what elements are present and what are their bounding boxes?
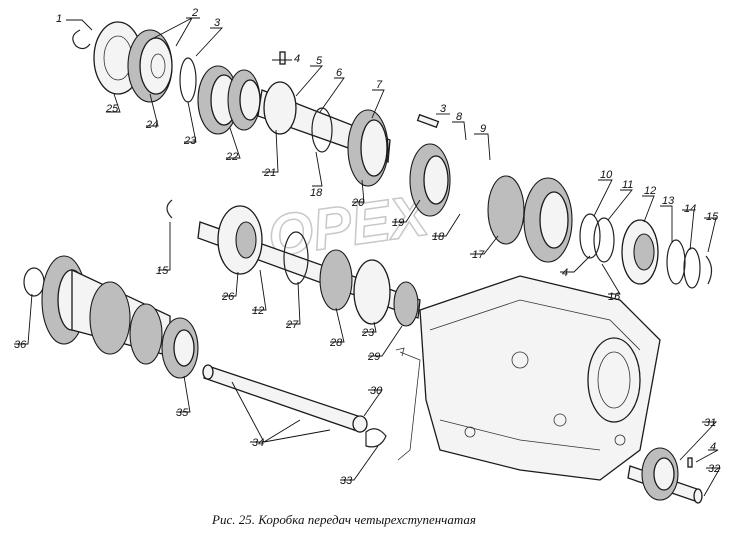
label-22: 22: [225, 151, 238, 163]
label-7: 7: [376, 79, 383, 91]
label-8: 8: [456, 111, 463, 123]
label-16: 16: [608, 291, 621, 303]
ring-23: [353, 259, 391, 325]
label-3b: 3: [440, 103, 447, 115]
label-24: 24: [145, 119, 158, 131]
assembly-line: [397, 351, 421, 461]
snap-ring-15: [705, 255, 713, 285]
secondary-shaft-assembly: [166, 199, 421, 327]
snap-ring-15b: [166, 199, 173, 219]
label-3a: 3: [214, 17, 221, 29]
figure-caption: Рис. 25. Коробка передач четырехступенча…: [211, 512, 476, 527]
label-32: 32: [708, 463, 720, 475]
label-31: 31: [704, 417, 716, 429]
label-10: 10: [600, 169, 613, 181]
label-23a: 23: [183, 135, 197, 147]
plate-33: [365, 428, 387, 448]
part-labels: 1 2 3 4 5 6 7 3 8 9 10 11 12 13 14 15 25…: [14, 7, 720, 487]
label-25: 25: [105, 103, 119, 115]
label-17: 17: [472, 249, 485, 261]
gear-28: [319, 249, 353, 311]
washer-27: [283, 231, 309, 285]
label-5: 5: [316, 55, 323, 67]
label-20: 20: [351, 197, 365, 209]
washer-36: [23, 267, 45, 297]
reverse-gear-assembly: [627, 447, 703, 504]
label-19: 19: [392, 217, 404, 229]
label-15b: 15: [156, 265, 169, 277]
leader-lines: [14, 17, 721, 497]
pin-4c: [687, 457, 693, 468]
snap-ring-1: [72, 29, 91, 50]
label-12b: 12: [252, 305, 264, 317]
label-35: 35: [176, 407, 189, 419]
label-30: 30: [370, 385, 383, 397]
label-36: 36: [14, 339, 27, 351]
label-4b: 4: [562, 267, 568, 279]
washer-10: [579, 213, 601, 259]
ring-13: [666, 239, 686, 285]
key-3: [416, 113, 440, 129]
countershaft-axle: [202, 364, 387, 448]
label-4a: 4: [294, 53, 300, 65]
washer-11: [593, 217, 615, 263]
assembly-arrow: [395, 347, 405, 357]
upper-shaft-assembly: [72, 21, 713, 289]
axle-end-30: [352, 415, 368, 433]
label-18b: 18: [432, 231, 445, 243]
label-4c: 4: [710, 441, 716, 453]
label-15a: 15: [706, 211, 719, 223]
label-11: 11: [622, 179, 633, 191]
label-26: 26: [221, 291, 235, 303]
ring-14: [683, 247, 701, 289]
label-14: 14: [684, 203, 696, 215]
pin-4: [279, 51, 286, 65]
label-13: 13: [662, 195, 675, 207]
label-21: 21: [263, 167, 276, 179]
label-2: 2: [191, 7, 198, 19]
label-33: 33: [340, 475, 353, 487]
label-27: 27: [285, 319, 299, 331]
gear-29: [393, 281, 419, 327]
label-12a: 12: [644, 185, 656, 197]
gearbox-housing: [419, 275, 661, 481]
label-6: 6: [336, 67, 343, 79]
label-29: 29: [367, 351, 380, 363]
label-23b: 23: [361, 327, 375, 339]
gear-17: [487, 175, 525, 245]
axle-34: [203, 365, 365, 433]
label-9: 9: [480, 123, 486, 135]
label-1: 1: [56, 13, 62, 25]
label-28: 28: [329, 337, 343, 349]
ring-3: [179, 57, 197, 103]
shaft-32: [693, 488, 703, 504]
ring-6: [311, 107, 333, 153]
label-18a: 18: [310, 187, 323, 199]
label-34: 34: [252, 437, 264, 449]
countershaft-gear-block: [23, 255, 199, 379]
